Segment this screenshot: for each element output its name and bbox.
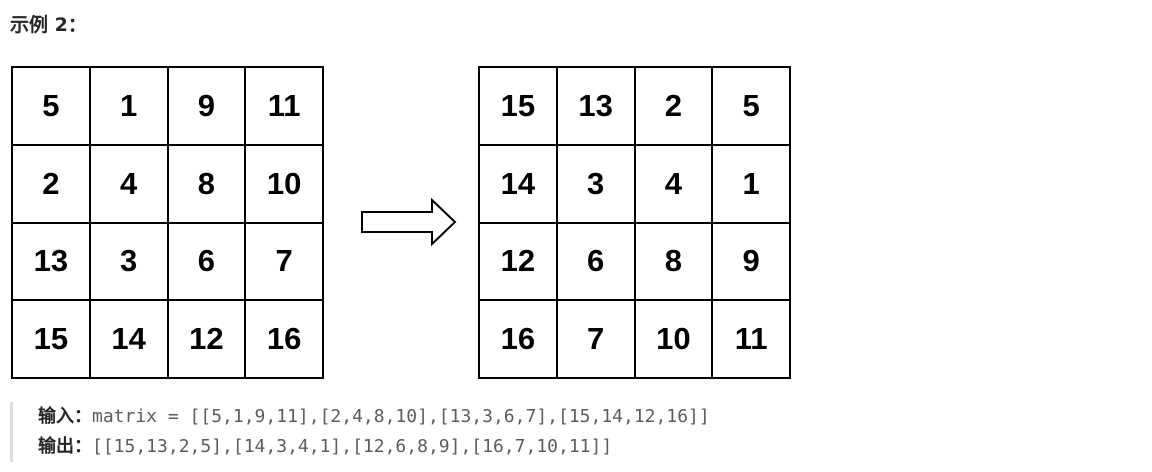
matrix-cell: 1 xyxy=(90,68,169,146)
matrix-cell: 15 xyxy=(13,301,91,379)
output-label: 输出： xyxy=(38,436,92,457)
matrix-cell: 12 xyxy=(480,223,558,302)
matrix-cell: 6 xyxy=(168,223,247,302)
matrix-cell: 1 xyxy=(713,145,791,224)
matrix-cell: 4 xyxy=(90,145,169,224)
matrix-cell: 7 xyxy=(246,223,324,302)
output-matrix-grid: 15 13 2 5 14 3 4 1 12 6 8 9 16 7 10 11 xyxy=(478,66,791,379)
matrix-cell: 14 xyxy=(90,301,169,379)
matrix-cell: 2 xyxy=(13,145,91,224)
matrix-cell: 14 xyxy=(480,145,558,224)
input-line: 输入：matrix = [[5,1,9,11],[2,4,8,10],[13,3… xyxy=(38,402,1140,432)
matrix-cell: 5 xyxy=(13,68,91,146)
matrix-cell: 8 xyxy=(168,145,247,224)
output-line: 输出：[[15,13,2,5],[14,3,4,1],[12,6,8,9],[1… xyxy=(38,432,1140,462)
matrix-cell: 12 xyxy=(168,301,247,379)
matrix-cell: 10 xyxy=(635,301,714,379)
matrix-cell: 16 xyxy=(246,301,324,379)
input-value: matrix = [[5,1,9,11],[2,4,8,10],[13,3,6,… xyxy=(92,406,710,427)
matrix-cell: 13 xyxy=(13,223,91,302)
matrix-cell: 8 xyxy=(635,223,714,302)
matrix-cell: 15 xyxy=(480,68,558,146)
matrix-cell: 5 xyxy=(713,68,791,146)
matrix-cell: 11 xyxy=(713,301,791,379)
matrix-cell: 3 xyxy=(90,223,169,302)
input-matrix-grid: 5 1 9 11 2 4 8 10 13 3 6 7 15 14 12 16 xyxy=(11,66,324,379)
example-heading: 示例 2： xyxy=(10,14,87,36)
matrix-cell: 3 xyxy=(557,145,636,224)
right-arrow-icon xyxy=(361,198,457,246)
matrix-cell: 9 xyxy=(713,223,791,302)
matrix-cell: 11 xyxy=(246,68,324,146)
output-value: [[15,13,2,5],[14,3,4,1],[12,6,8,9],[16,7… xyxy=(92,436,613,457)
matrix-cell: 9 xyxy=(168,68,247,146)
example-io-block: 输入：matrix = [[5,1,9,11],[2,4,8,10],[13,3… xyxy=(10,402,1140,462)
matrix-cell: 4 xyxy=(635,145,714,224)
input-label: 输入： xyxy=(38,406,92,427)
matrix-cell: 2 xyxy=(635,68,714,146)
matrix-cell: 16 xyxy=(480,301,558,379)
matrix-cell: 13 xyxy=(557,68,636,146)
matrix-cell: 6 xyxy=(557,223,636,302)
matrix-cell: 7 xyxy=(557,301,636,379)
matrix-cell: 10 xyxy=(246,145,324,224)
